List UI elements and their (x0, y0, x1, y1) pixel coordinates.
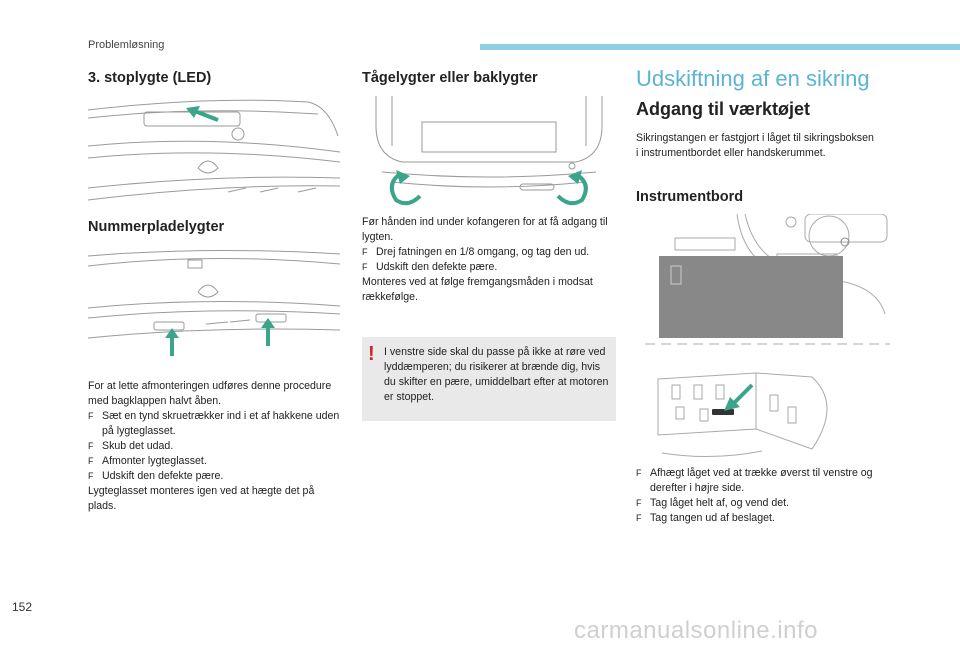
heading-fog-reverse-lights: Tågelygter eller baklygter (362, 70, 538, 86)
dashboard-illustration (645, 214, 890, 345)
heading-license-plate-light: Nummerpladelygter (88, 219, 225, 235)
bullet-glyph: F (636, 513, 642, 523)
col1-para: For at lette afmonteringen udføres denne… (88, 380, 332, 407)
warning-box: ! I venstre side skal du passe på ikke a… (362, 337, 616, 421)
fuse-box-lid-illustration (657, 372, 828, 458)
bullet-glyph: F (88, 411, 94, 421)
license-plate-illustration (88, 249, 340, 356)
watermark: carmanualsonline.info (574, 617, 818, 644)
subtitle-tool-access: Adgang til værktøjet (636, 99, 811, 119)
col1-instructions: For at lette afmonteringen udføres denne… (88, 379, 340, 514)
bullet-glyph: F (362, 247, 368, 257)
col2-end: Monteres ved at følge fremgangsmåden i m… (362, 276, 593, 303)
heading-brake-light: 3. stoplygte (LED) (88, 70, 212, 86)
bullet-glyph: F (88, 441, 94, 451)
header-accent-bar (480, 44, 960, 50)
bullet-glyph: F (88, 456, 94, 466)
heading-dashboard: Instrumentbord (636, 189, 744, 205)
bullet-glyph: F (362, 262, 368, 272)
brake-light-illustration (88, 99, 340, 201)
page-number: 152 (12, 600, 33, 614)
fog-light-illustration (375, 96, 603, 206)
page-title: Udskiftning af en sikring (636, 66, 870, 91)
bullet-glyph: F (88, 471, 94, 481)
col2-para: Før hånden ind under kofangeren for at f… (362, 216, 608, 243)
section-label: Problemløsning (88, 39, 165, 51)
col2-instructions: Før hånden ind under kofangeren for at f… (362, 215, 616, 305)
bullet-glyph: F (636, 498, 642, 508)
warning-text: I venstre side skal du passe på ikke at … (384, 346, 609, 403)
col3-para: Sikringstangen er fastgjort i låget til … (636, 132, 874, 159)
bullet-glyph: F (636, 468, 642, 478)
exclamation-icon: ! (368, 343, 375, 365)
col1-end: Lygteglasset monteres igen ved at hægte … (88, 485, 315, 512)
